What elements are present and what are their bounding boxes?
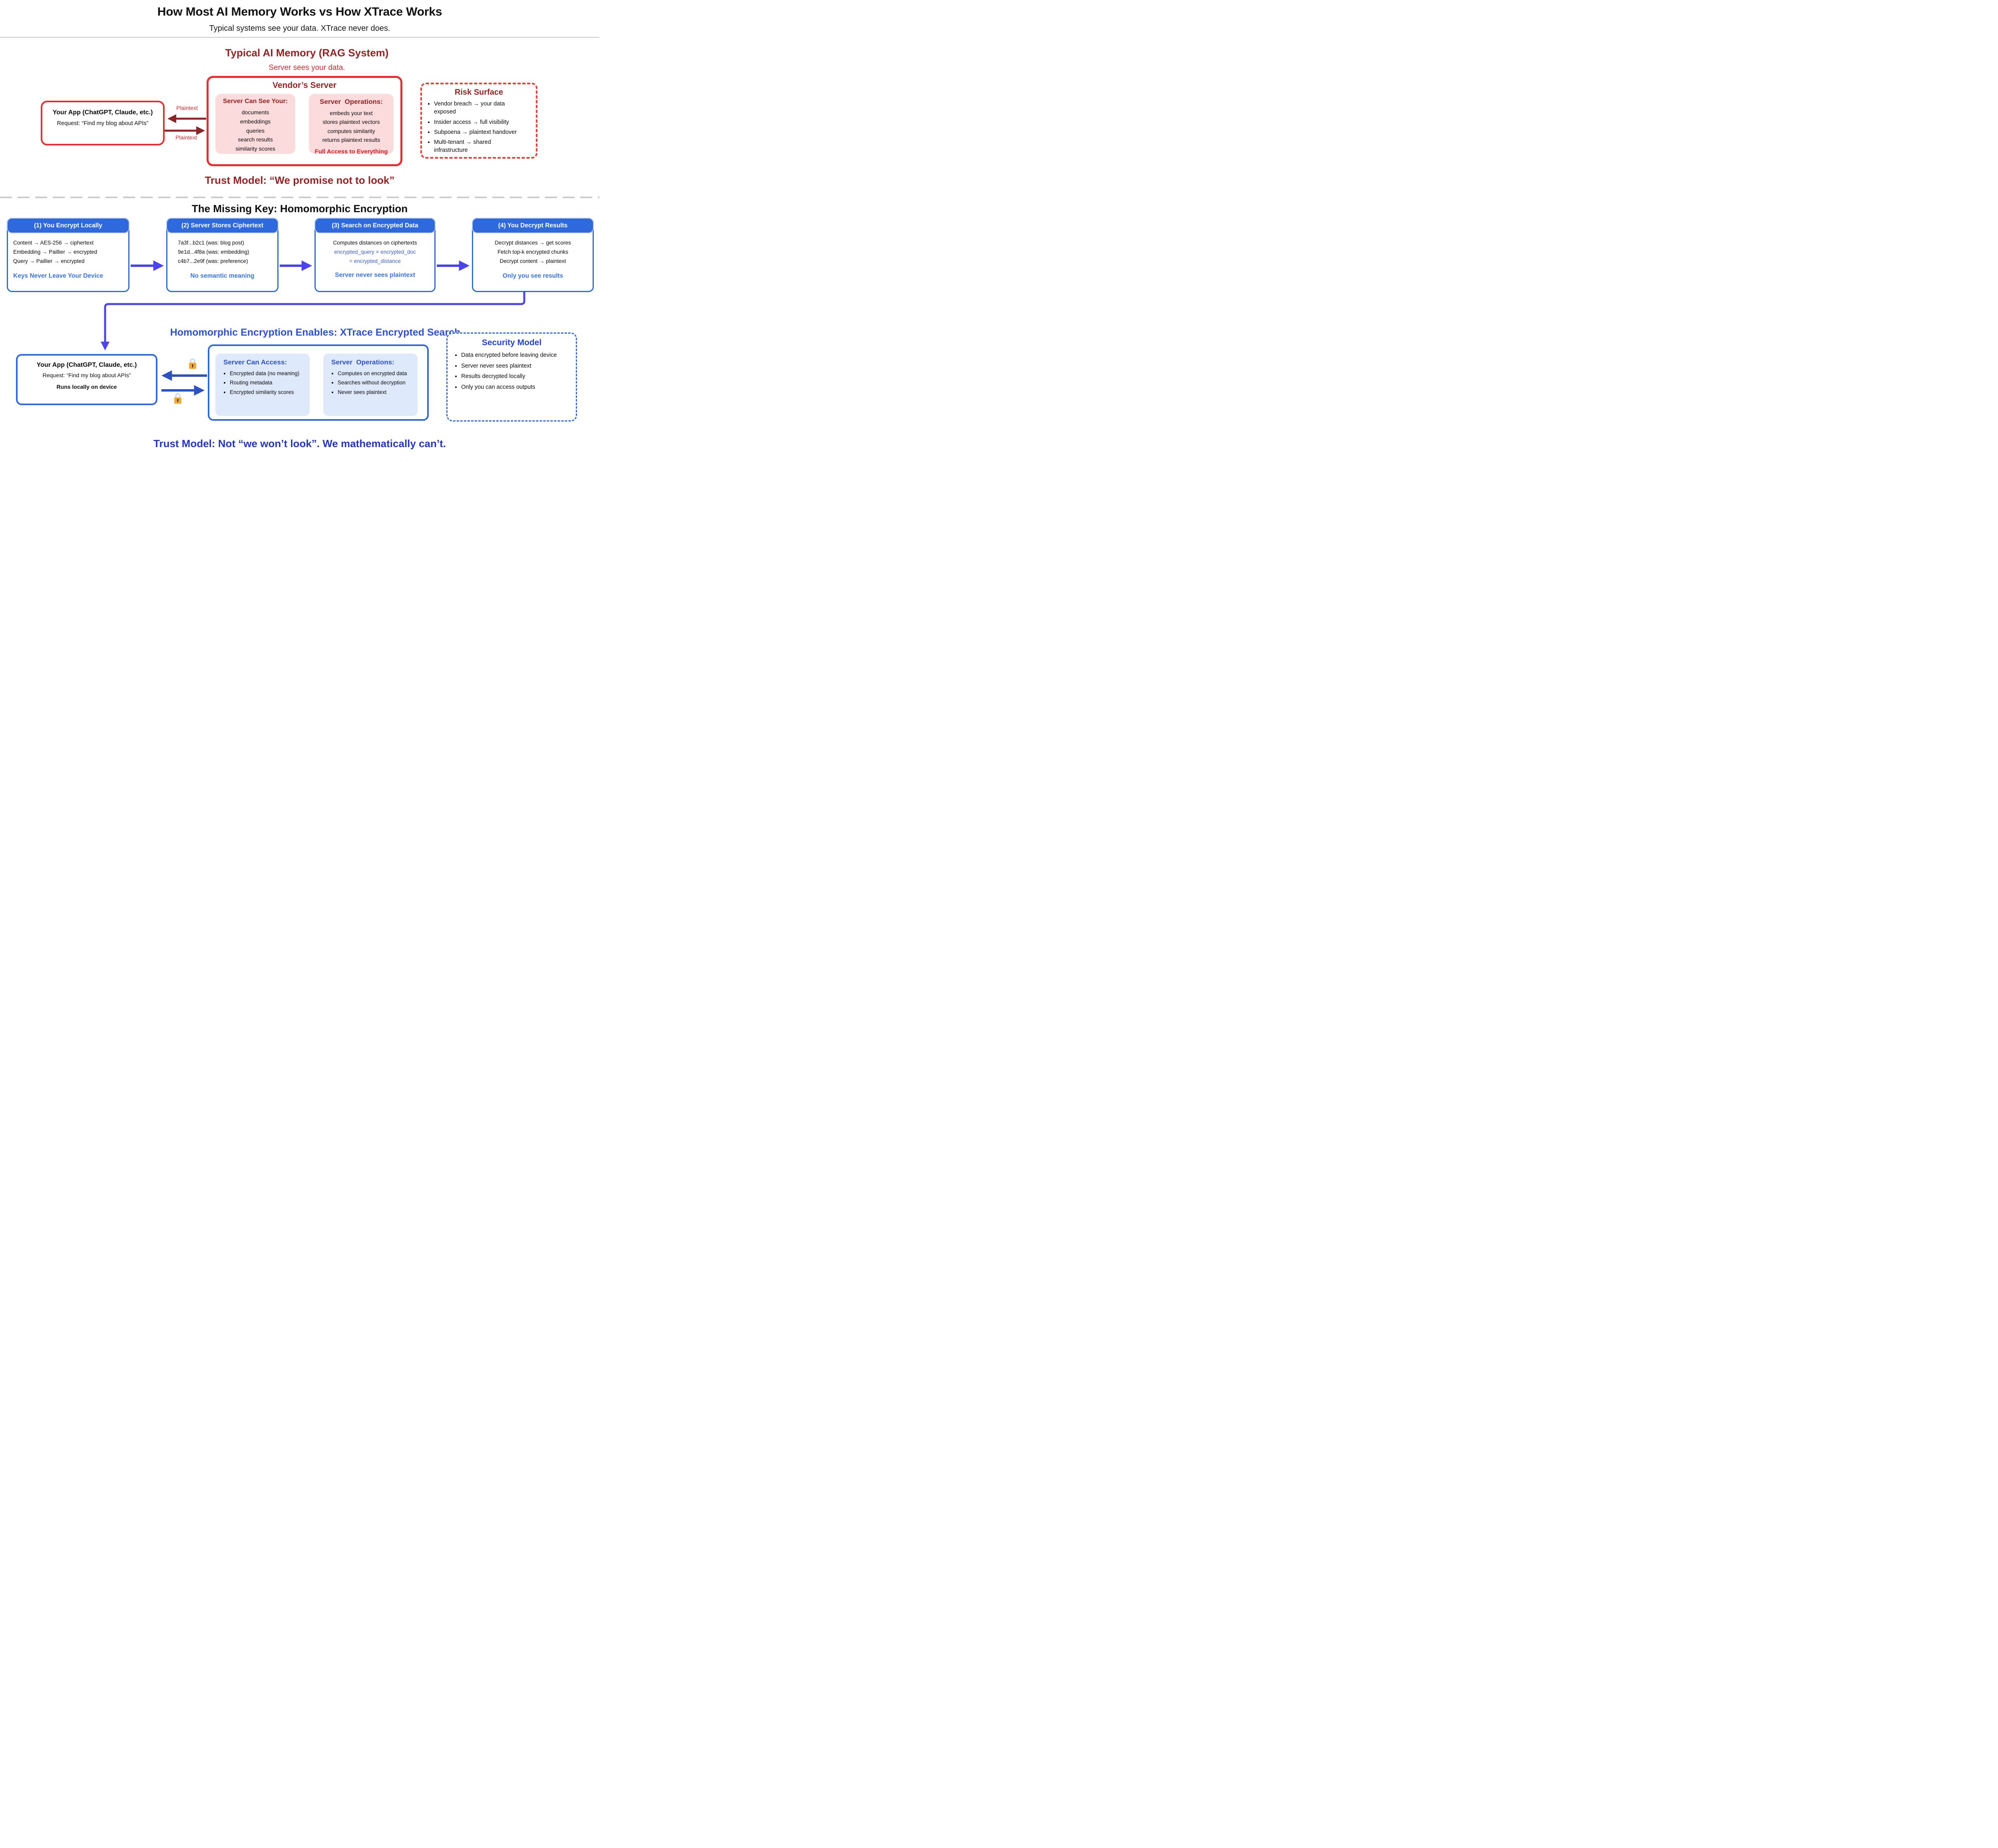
xtrace-trust-model: Trust Model: Not “we won’t look”. We mat…: [153, 438, 446, 450]
risk-surface-title: Risk Surface: [454, 88, 503, 97]
list-item: Vendor breach → your data exposed: [434, 100, 521, 116]
he-section-title: The Missing Key: Homomorphic Encryption: [191, 203, 408, 215]
list-item: computes similarity: [327, 127, 375, 134]
step-2-body: 7a3f...b2c1 (was: blog post) 9e1d...4f8a…: [167, 238, 277, 266]
step-line: Fetch top-k encrypted chunks: [497, 249, 569, 255]
xtrace-app-title: Your App (ChatGPT, Claude, etc.): [36, 362, 137, 368]
list-item: similarity scores: [235, 145, 275, 152]
xtrace-server-operations-panel: Server Operations: Computes on encrypted…: [323, 354, 418, 416]
list-item: Never sees plaintext: [338, 388, 412, 396]
list-item: Searches without decryption: [338, 379, 412, 387]
diagram-canvas: How Most AI Memory Works vs How XTrace W…: [0, 0, 599, 462]
list-item: stores plaintext vectors: [322, 119, 380, 125]
step-1-footer: Keys Never Leave Your Device: [13, 272, 103, 279]
rag-section-subtitle: Server sees your data.: [269, 64, 345, 72]
server-operations-items: embeds your text stores plaintext vector…: [311, 109, 391, 145]
step-4-footer: Only you see results: [502, 272, 563, 279]
xtrace-server-columns: Server Can Access: Encrypted data (no me…: [209, 346, 427, 416]
step-line: Embedding → Paillier → encrypted: [13, 249, 98, 255]
plaintext-label-top: Plaintext: [176, 105, 198, 111]
formula-line: = encrypted_distance: [349, 258, 401, 265]
server-can-see-panel: Server Can See Your: documents embedding…: [215, 94, 295, 154]
list-item: Subpoena → plaintext handover: [434, 128, 521, 136]
risk-surface-box: Risk Surface Vendor breach → your data e…: [420, 83, 537, 159]
rag-your-app-box: Your App (ChatGPT, Claude, etc.) Request…: [41, 101, 165, 145]
plaintext-label-bottom: Plaintext: [175, 134, 197, 141]
step-4-body: Decrypt distances → get scores Fetch top…: [473, 238, 593, 266]
step-box-1: (1) You Encrypt Locally Content → AES-25…: [7, 218, 129, 292]
list-item: embeds your text: [330, 110, 373, 116]
step-1-header: (1) You Encrypt Locally: [7, 218, 129, 233]
step-line: 9e1d...4f8a (was: embedding): [178, 249, 249, 255]
step-line: Content → AES-256 → ciphertext: [13, 240, 94, 246]
step-3-header: (3) Search on Encrypted Data: [314, 218, 436, 233]
step-3-body: Computes distances on ciphertexts encryp…: [316, 238, 434, 266]
step-line: 7a3f...b2c1 (was: blog post): [178, 240, 244, 246]
list-item: Data encrypted before leaving device: [461, 351, 564, 360]
server-can-access-title: Server Can Access:: [223, 358, 287, 366]
vendor-server-columns: Server Can See Your: documents embedding…: [209, 94, 400, 155]
step-4-header: (4) You Decrypt Results: [472, 218, 594, 233]
risk-surface-list: Vendor breach → your data exposed Inside…: [422, 100, 536, 155]
list-item: returns plaintext results: [322, 137, 380, 143]
step-3-footer: Server never sees plaintext: [335, 271, 415, 278]
list-item: Results decrypted locally: [461, 372, 564, 381]
list-item: Encrypted data (no meaning): [230, 370, 304, 378]
step-line: Query → Paillier → encrypted: [13, 258, 85, 265]
list-item: Computes on encrypted data: [338, 370, 412, 378]
step-box-4: (4) You Decrypt Results Decrypt distance…: [472, 218, 594, 292]
xtrace-app-note: Runs locally on device: [56, 384, 117, 390]
server-can-see-items: documents embeddings queries search resu…: [218, 108, 293, 153]
vendor-server-box: Vendor’s Server Server Can See Your: doc…: [207, 76, 402, 166]
security-model-title: Security Model: [482, 338, 542, 347]
rag-section-title: Typical AI Memory (RAG System): [225, 47, 389, 59]
step-line: c4b7...2e9f (was: preference): [178, 258, 248, 265]
lock-icon: [188, 357, 197, 372]
xtrace-your-app-box: Your App (ChatGPT, Claude, etc.) Request…: [16, 354, 157, 405]
server-can-access-panel: Server Can Access: Encrypted data (no me…: [215, 354, 310, 416]
header-divider: [0, 37, 599, 38]
step-2-header: (2) Server Stores Ciphertext: [166, 218, 279, 233]
security-model-list: Data encrypted before leaving device Ser…: [448, 351, 576, 391]
step-line: Decrypt content → plaintext: [500, 258, 566, 265]
vendor-server-title: Vendor’s Server: [273, 81, 336, 90]
xtrace-server-box: Server Can Access: Encrypted data (no me…: [208, 344, 429, 421]
formula-line: encrypted_query × encrypted_doc: [334, 249, 416, 255]
xtrace-app-request: Request: “Find my blog about APIs”: [42, 372, 131, 378]
step-line: Decrypt distances → get scores: [495, 240, 571, 246]
xtrace-server-operations-list: Computes on encrypted data Searches with…: [327, 370, 414, 396]
list-item: Multi-tenant → shared infrastructure: [434, 138, 521, 155]
server-can-access-list: Encrypted data (no meaning) Routing meta…: [219, 370, 306, 396]
list-item: search results: [238, 136, 273, 143]
xtrace-server-operations-title: Server Operations:: [331, 358, 394, 366]
section-divider-dashed: [0, 197, 599, 198]
list-item: documents: [241, 109, 269, 115]
list-item: Routing metadata: [230, 379, 304, 387]
step-line: Computes distances on ciphertexts: [333, 240, 417, 246]
server-operations-panel: Server Operations: embeds your text stor…: [309, 94, 394, 155]
security-model-box: Security Model Data encrypted before lea…: [446, 332, 577, 422]
list-item: Encrypted similarity scores: [230, 388, 304, 396]
step-box-2: (2) Server Stores Ciphertext 7a3f...b2c1…: [166, 218, 279, 292]
list-item: Only you can access outputs: [461, 383, 564, 392]
list-item: Insider access → full visibility: [434, 118, 521, 126]
list-item: queries: [246, 127, 265, 134]
page-title: How Most AI Memory Works vs How XTrace W…: [157, 5, 442, 18]
step-2-footer: No semantic meaning: [190, 272, 255, 279]
rag-app-request: Request: “Find my blog about APIs”: [57, 120, 149, 127]
list-item: embeddings: [240, 118, 271, 125]
rag-app-title: Your App (ChatGPT, Claude, etc.): [52, 109, 153, 116]
page-subtitle: Typical systems see your data. XTrace ne…: [209, 24, 390, 33]
rag-trust-model: Trust Model: “We promise not to look”: [205, 174, 395, 186]
lock-icon: [173, 392, 183, 406]
list-item: Server never sees plaintext: [461, 362, 564, 370]
step-1-body: Content → AES-256 → ciphertext Embedding…: [8, 238, 128, 266]
server-can-see-title: Server Can See Your:: [223, 98, 288, 105]
server-operations-title: Server Operations:: [320, 98, 383, 105]
step-box-3: (3) Search on Encrypted Data Computes di…: [314, 218, 436, 292]
full-access-highlight: Full Access to Everything: [314, 148, 388, 155]
